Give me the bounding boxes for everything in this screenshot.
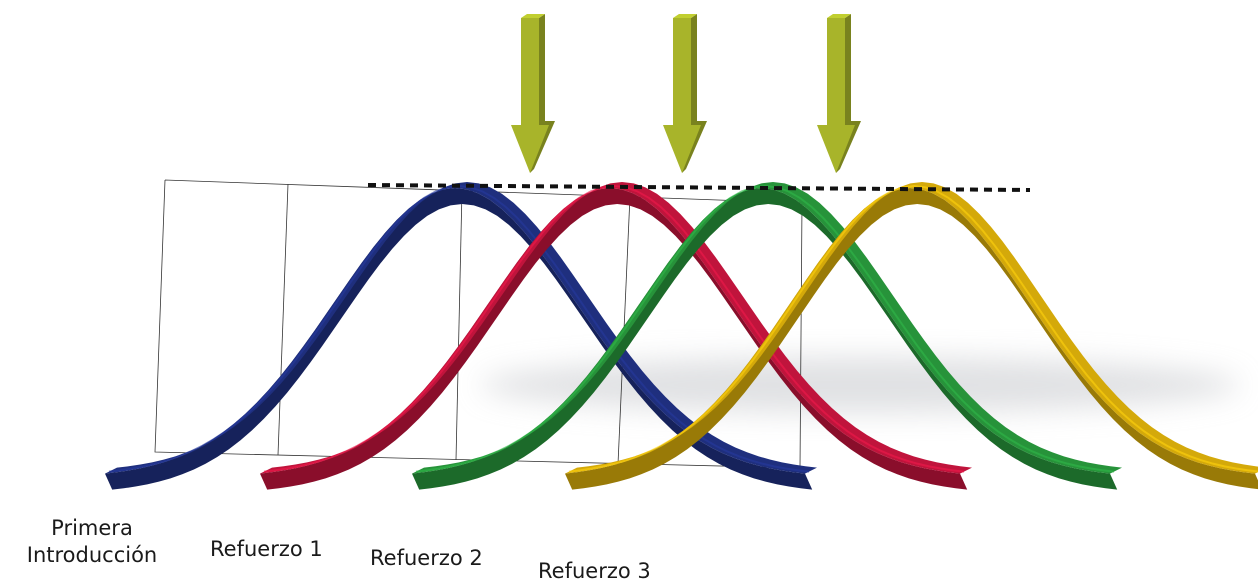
label-refuerzo-3: Refuerzo 3 (538, 559, 651, 583)
arrow-group (511, 14, 861, 173)
label-primera-introduccion: Primera Introducción (22, 515, 162, 569)
ribbon-side-refuerzo-1 (260, 188, 968, 490)
ribbon-group (105, 182, 1258, 490)
arrow-top-3 (827, 14, 851, 18)
arrow-front-1 (511, 18, 549, 173)
ribbon-refuerzo-3 (565, 182, 1258, 490)
grid-line-2 (455, 189, 463, 461)
label-primera-line2: Introducción (26, 543, 158, 567)
arrow-top-2 (673, 14, 697, 18)
down-arrow-icon (511, 14, 555, 173)
ribbon-highlight-refuerzo-3 (568, 184, 1258, 473)
arrow-front-2 (663, 18, 701, 173)
ribbon-highlight-refuerzo-1 (263, 184, 965, 473)
down-arrow-icon (817, 14, 861, 173)
label-refuerzo-2: Refuerzo 2 (370, 546, 483, 570)
ribbon-side-refuerzo-2 (412, 188, 1118, 490)
grid-line-1 (277, 183, 289, 456)
ribbon-refuerzo-1 (260, 182, 972, 490)
ribbon-shadow (480, 357, 1240, 413)
dashed-threshold-line (367, 183, 1031, 192)
arrow-top-1 (521, 14, 545, 18)
label-primera-line1: Primera (51, 516, 133, 540)
arrow-front-3 (817, 18, 855, 173)
down-arrow-icon (663, 14, 707, 173)
ribbon-side-refuerzo-3 (565, 188, 1258, 490)
ribbon-side-primera-introduccion (105, 188, 813, 490)
label-refuerzo-1: Refuerzo 1 (210, 537, 323, 561)
